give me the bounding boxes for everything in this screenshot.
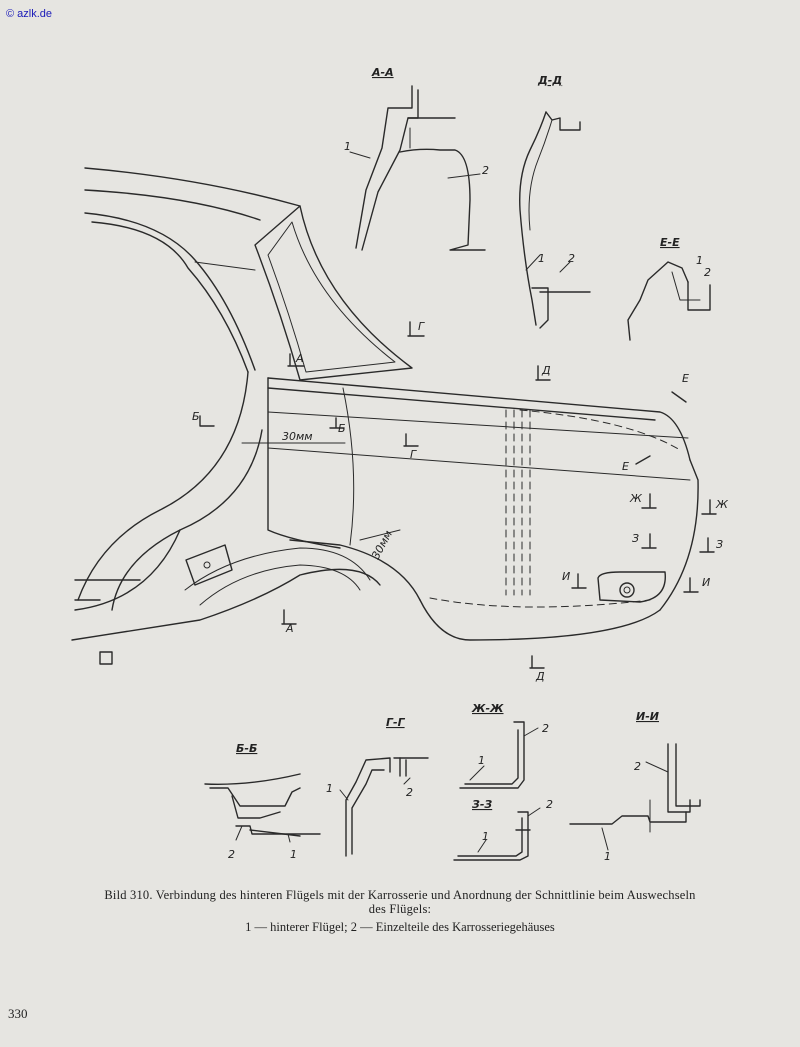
marker-b-inner: Б [338,422,346,435]
figure-caption: Bild 310. Verbindung des hinteren Flügel… [30,888,770,916]
section-ii-callout-1: 1 [604,850,611,863]
section-bb-title: Б-Б [236,742,257,755]
section-aa: А-А 1 2 [344,66,489,251]
marker-e-mid: Е [622,460,629,473]
section-zhzh-callout-2: 2 [542,722,549,735]
section-bb: Б-Б 2 1 [204,742,321,861]
marker-z-left: З [632,532,639,545]
section-zz-callout-2: 2 [546,798,553,811]
marker-d-bottom: Д [535,670,545,683]
figure-legend: 1 — hinterer Flügel; 2 — Einzelteile des… [245,920,555,934]
page-number: 330 [8,1006,28,1021]
section-zhzh-callout-1: 1 [478,754,485,767]
section-dd: Д-Д 1 2 [519,74,591,329]
marker-g-bottom: Г [410,448,417,461]
marker-e-top: Е [682,372,689,385]
section-ii: И-И 2 1 [569,710,701,863]
section-gg-callout-1: 1 [326,782,333,795]
section-zz: З-З 2 1 [453,798,553,861]
section-zz-callout-1: 1 [482,830,489,843]
section-dd-title: Д-Д [537,74,562,87]
section-gg-callout-2: 2 [406,786,413,799]
section-aa-title: А-А [371,66,394,79]
section-ii-callout-2: 2 [634,760,641,773]
car-body-outline [71,167,699,665]
section-bb-callout-2: 2 [228,848,235,861]
dimension-30mm-horizontal: 30мм [282,430,313,443]
section-aa-callout-2: 2 [482,164,489,177]
section-zhzh: Ж-Ж 2 1 [459,702,549,789]
marker-zh-right: Ж [715,498,729,511]
marker-z-right: З [716,538,723,551]
section-markers: Б А Г Б Г Д Е Е Ж Ж З З И И А Д [192,320,729,683]
marker-zh-left: Ж [629,492,643,505]
section-zhzh-title: Ж-Ж [471,702,504,715]
marker-d-top: Д [541,364,551,377]
dimension-30mm-diagonal: 30мм [369,528,395,561]
caption-line-2: des Flügels: [368,902,432,916]
section-gg-title: Г-Г [386,716,406,729]
marker-i-right: И [702,576,710,589]
section-ee-callout-2: 2 [704,266,711,279]
marker-i-left: И [562,570,570,583]
section-ee-title: Е-Е [660,236,680,249]
section-dd-callout-1: 1 [538,252,545,265]
section-ii-title: И-И [636,710,659,723]
marker-g-top: Г [418,320,425,333]
marker-a-top: А [295,352,304,365]
section-bb-callout-1: 1 [290,848,297,861]
caption-line-1: Bild 310. Verbindung des hinteren Flügel… [104,888,696,902]
section-aa-callout-1: 1 [344,140,351,153]
section-dd-callout-2: 2 [568,252,575,265]
section-gg: Г-Г 1 2 [326,716,429,857]
section-ee-callout-1: 1 [696,254,703,267]
section-ee: Е-Е 1 2 [627,236,711,341]
marker-b-left: Б [192,410,200,423]
marker-a-bottom: А [285,622,294,635]
watermark: © azlk.de [6,8,53,20]
section-zz-title: З-З [472,798,492,811]
